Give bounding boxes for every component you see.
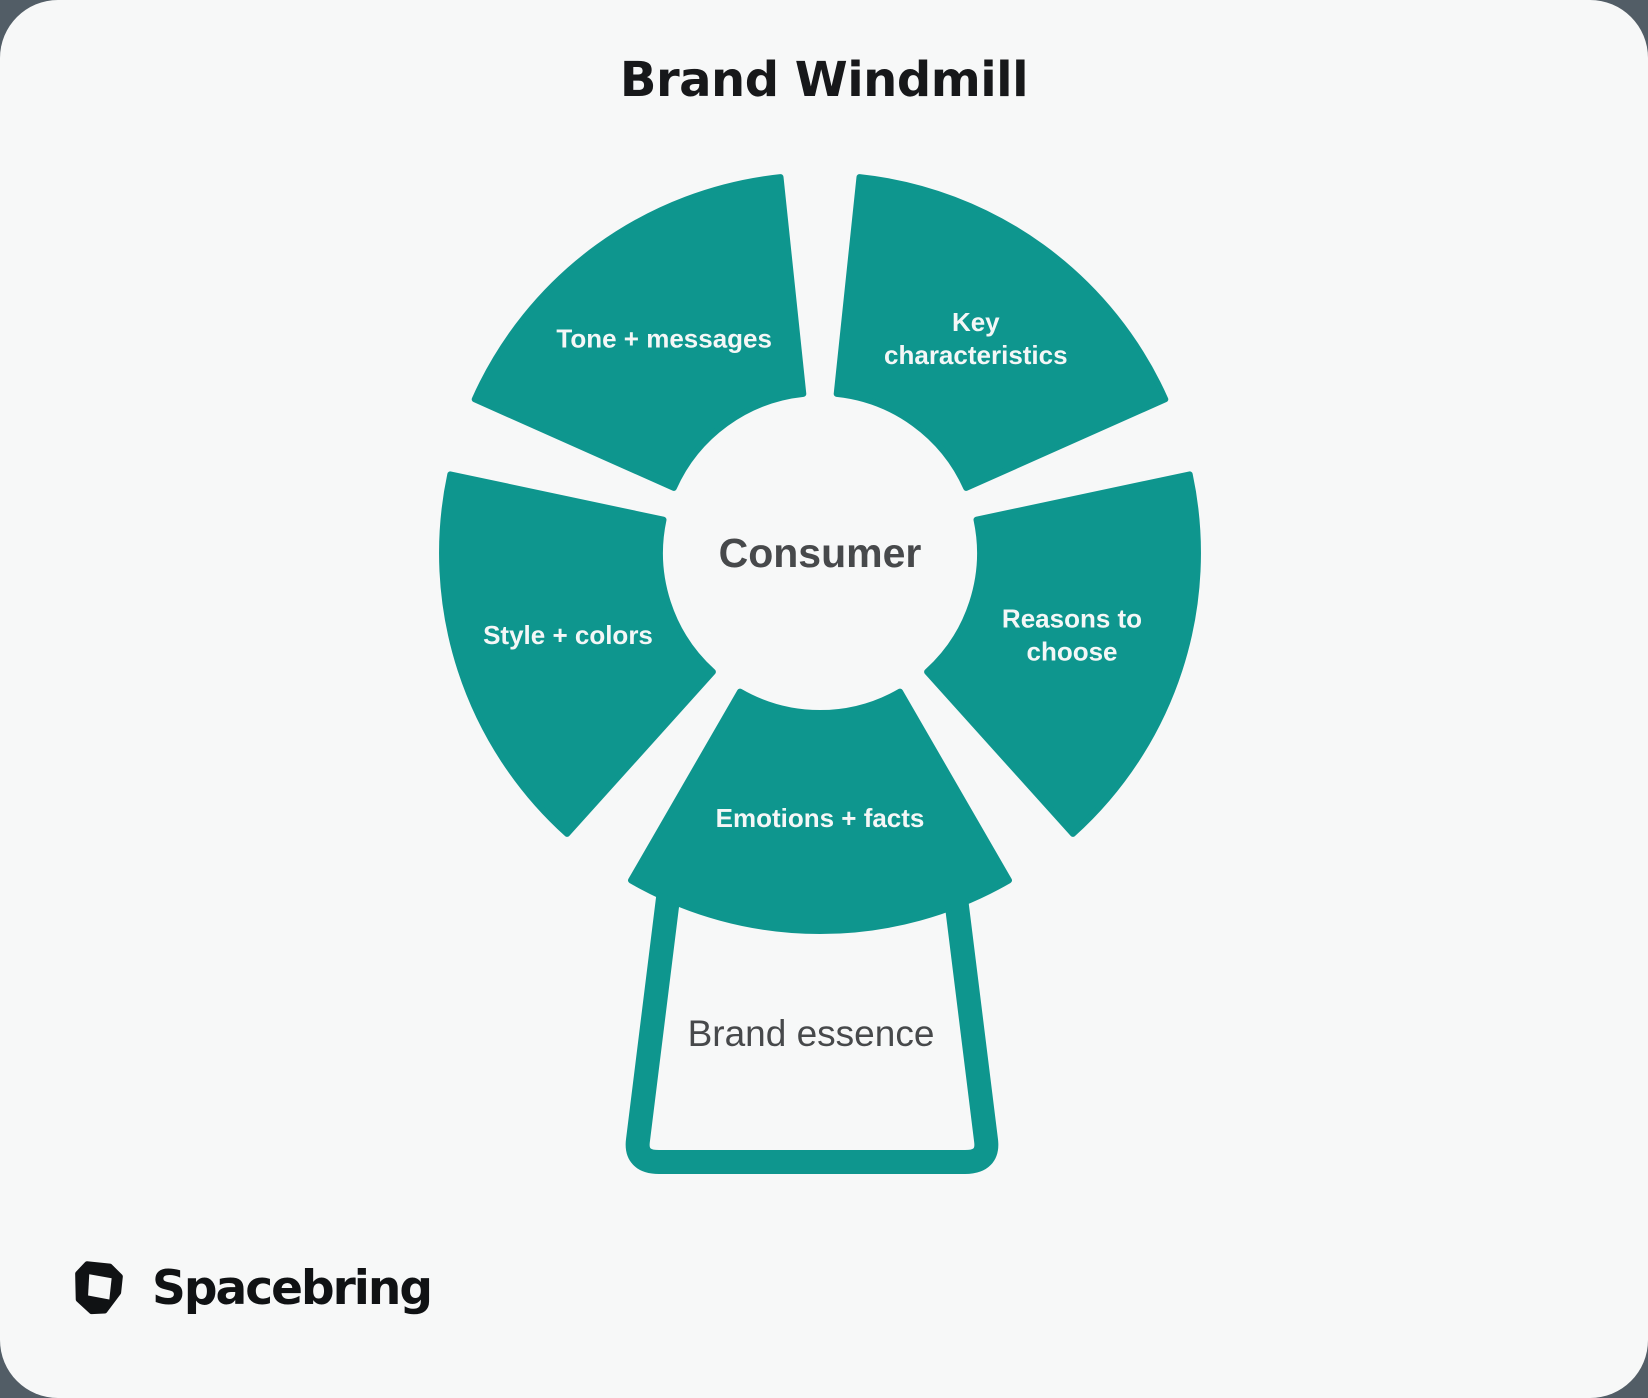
- wedge-emotions-facts: [628, 688, 1012, 934]
- wedge-label-tone-messages: Tone + messages: [556, 324, 772, 354]
- brand-wordmark: Spacebring: [152, 1260, 433, 1316]
- consumer-hub-label: Consumer: [719, 530, 922, 576]
- wedge-label-group: Emotions + facts Style + colors Tone + mes…: [483, 307, 1142, 833]
- brand-essence-label: Brand essence: [688, 1013, 935, 1054]
- page-title: Brand Windmill: [619, 52, 1029, 108]
- wedge-style-colors: [439, 471, 716, 837]
- footer-brand: Spacebring: [72, 1258, 433, 1318]
- wedge-label-style-colors: Style + colors: [483, 620, 653, 650]
- wedge-reasons-to-choose: [924, 471, 1201, 837]
- wedge-tone-messages: [471, 174, 807, 491]
- wedge-group: [439, 174, 1201, 934]
- brand-essence-stand: [625, 838, 999, 1174]
- wedge-key-characteristics: [833, 174, 1169, 491]
- spacebring-logo-icon: [75, 1261, 123, 1315]
- wedge-label-emotions-facts: Emotions + facts: [716, 803, 925, 833]
